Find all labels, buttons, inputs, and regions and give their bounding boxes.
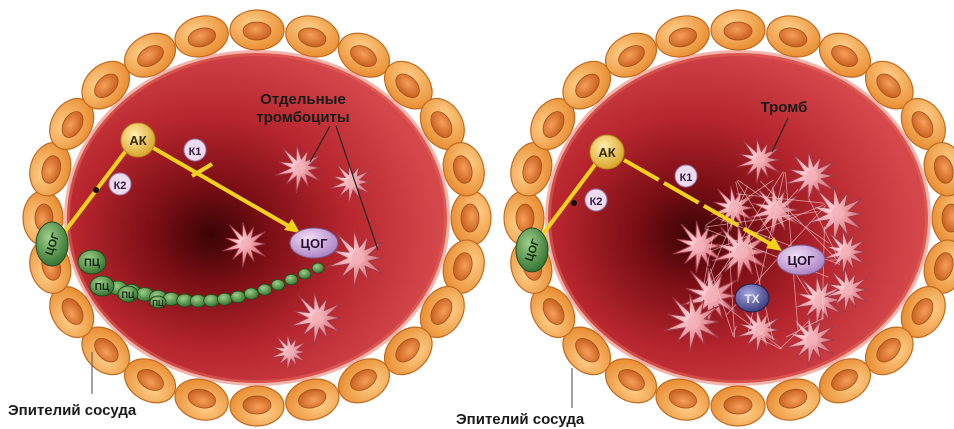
thrombus-label: Тромб	[761, 99, 808, 116]
epithelium-label-right: Эпителий сосуда	[456, 411, 585, 428]
k2-block-dot-left	[93, 187, 99, 193]
pc-label: ПЦ	[121, 290, 134, 300]
pc-bead	[299, 269, 311, 279]
pc-label: ПЦ	[152, 299, 164, 308]
k2-block-dot-right	[571, 200, 577, 206]
epithelial-cell	[451, 191, 491, 245]
ak-label-right: АК	[598, 145, 615, 160]
pc-bead	[258, 284, 272, 295]
epithelial-cell	[711, 386, 765, 426]
pc-bead	[204, 294, 219, 306]
vessel-left: ПЦ ПЦ ПЦ ПЦ	[23, 10, 491, 426]
ak-label-left: АК	[129, 133, 146, 148]
pc-label: ПЦ	[95, 282, 110, 293]
k1-label-right: К1	[680, 172, 693, 184]
pc-bead	[271, 280, 284, 291]
tx-label-right: ТХ	[744, 292, 759, 306]
epithelial-cell	[932, 191, 954, 245]
pc-bead	[312, 263, 324, 273]
pc-bead	[244, 288, 258, 299]
epithelial-cell	[230, 386, 284, 426]
k1-label-left: К1	[189, 146, 202, 158]
epithelial-cell	[230, 10, 284, 50]
platelets-label-line2: тромбоциты	[256, 109, 349, 126]
k2-label-left: К2	[114, 180, 127, 192]
platelets-label-line1: Отдельные	[260, 91, 346, 108]
cog-platelet-label-left: ЦОГ	[301, 236, 329, 251]
k2-label-right: К2	[590, 196, 603, 208]
pc-bead	[217, 293, 232, 305]
cog-platelet-label-right: ЦОГ	[788, 253, 816, 268]
pc-bead	[231, 291, 245, 303]
pc-bead	[285, 274, 298, 285]
epithelial-cell	[711, 10, 765, 50]
epithelium-label-left: Эпителий сосуда	[8, 402, 137, 419]
pc-label: ПЦ	[84, 257, 100, 269]
